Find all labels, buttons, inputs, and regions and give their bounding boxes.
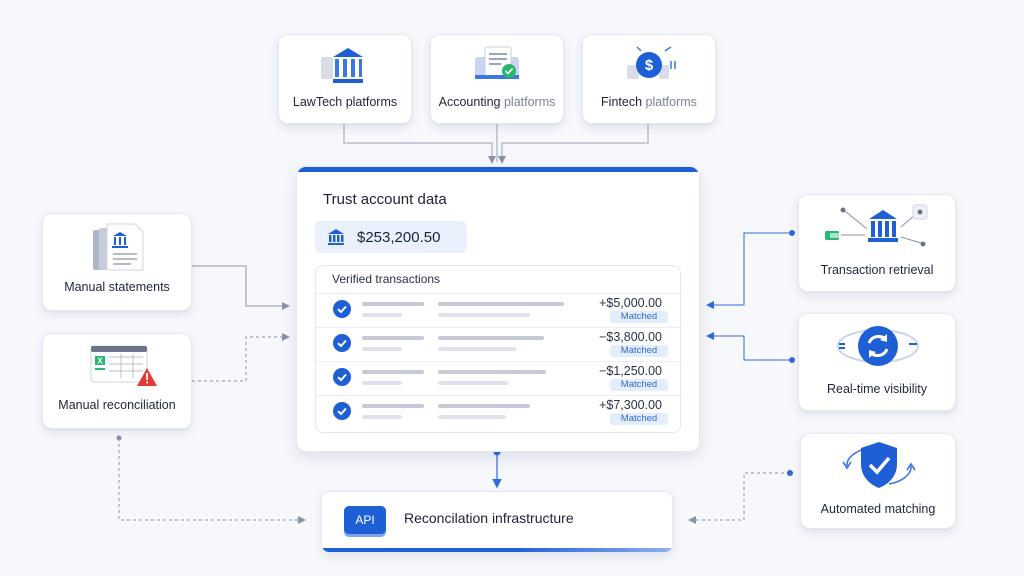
wire-matching [688,472,790,524]
fintech-platforms-card[interactable]: $ Fintech platforms [582,34,716,124]
automated-matching-label: Automated matching [820,502,936,516]
table-row[interactable]: +$7,300.00 Matched [316,395,682,429]
svg-text:X: X [97,357,103,366]
check-circle-icon [333,334,351,352]
table-row[interactable]: +$5,000.00 Matched [316,293,682,327]
transaction-amount: +$7,300.00 [599,398,662,412]
panel-accent-bar [297,167,699,172]
lawtech-label: LawTech platforms [292,95,398,109]
manual-reconciliation-label: Manual reconciliation [58,398,176,412]
fintech-label: Fintech platforms [601,95,697,109]
wire-visibility [706,332,792,361]
wire-manual-to-infra [118,438,306,524]
table-row[interactable]: −$3,800.00 Matched [316,327,682,361]
manual-reconciliation-card[interactable]: X Manual reconciliation [42,333,192,429]
status-badge: Matched [610,379,668,391]
wire-manual-reconciliation [192,333,290,382]
accounting-ledger-check-icon [475,46,519,79]
spreadsheet-warning-icon: X [90,345,157,386]
trust-account-panel: Trust account data $253,200.50 Verified … [296,166,700,452]
check-circle-icon [333,402,351,420]
api-badge: API [344,506,386,534]
panel-title: Trust account data [323,191,447,208]
balance-chip: $253,200.50 [315,221,467,253]
svg-text:$: $ [645,57,654,74]
wire-retrieval [706,232,792,309]
lawtech-platforms-card[interactable]: LawTech platforms [278,34,412,124]
automated-matching-card[interactable]: Automated matching [800,433,956,529]
real-time-visibility-label: Real-time visibility [826,382,928,396]
real-time-visibility-card[interactable]: Real-time visibility [798,313,956,411]
transaction-amount: −$1,250.00 [599,364,662,378]
dollar-coin-icon: $ [627,46,676,79]
transactions-heading: Verified transactions [332,272,441,286]
verified-transactions-list: Verified transactions +$5,000.00 Matched… [315,265,682,433]
wire-lawtech [343,124,496,164]
accounting-label: Accounting platforms [438,95,556,109]
transaction-retrieval-label: Transaction retrieval [820,263,934,277]
balance-value: $253,200.50 [357,229,441,246]
status-badge: Matched [610,413,668,425]
infrastructure-label: Reconcilation infrastructure [404,510,574,526]
accounting-platforms-card[interactable]: Accounting platforms [430,34,564,124]
bank-building-icon [321,48,363,83]
wire-fintech [498,124,649,164]
table-row[interactable]: −$1,250.00 Matched [316,361,682,395]
shield-check-icon [842,442,916,488]
check-circle-icon [333,300,351,318]
bank-icon [328,229,344,245]
transaction-amount: +$5,000.00 [599,296,662,310]
transaction-amount: −$3,800.00 [599,330,662,344]
bank-network-icon [825,204,928,247]
manual-statements-card[interactable]: Manual statements [42,213,192,311]
reconciliation-infrastructure-card[interactable]: API Reconcilation infrastructure [321,491,673,553]
manual-statements-label: Manual statements [64,280,170,294]
paper-statement-icon [93,223,144,271]
sync-refresh-icon [837,326,919,366]
infra-accent-bar [322,548,672,552]
status-badge: Matched [610,345,668,357]
wire-manual-statements [192,265,290,310]
status-badge: Matched [610,311,668,323]
check-circle-icon [333,368,351,386]
transaction-retrieval-card[interactable]: Transaction retrieval [798,194,956,292]
